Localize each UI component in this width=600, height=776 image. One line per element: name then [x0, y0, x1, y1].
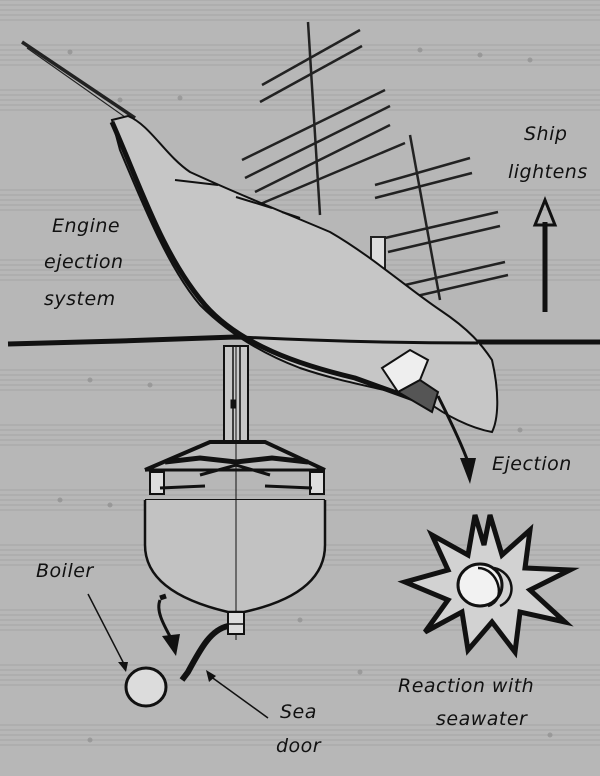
reaction-label-line2: seawater	[436, 708, 528, 730]
sea-door-label-line1: Sea	[280, 701, 317, 723]
ejection-arrow	[436, 395, 476, 484]
bowsprit	[21, 40, 136, 123]
engine-label-line3: system	[44, 288, 116, 310]
ship-hull	[110, 114, 499, 434]
ship-lightens-arrow	[532, 195, 558, 312]
sea-door-pointer	[206, 670, 269, 719]
hull-waterline-bright	[239, 335, 479, 345]
reaction-starburst	[397, 514, 580, 659]
hull-cross-section	[143, 345, 327, 640]
engine-label-line2: ejection	[44, 251, 124, 273]
boiler-fall-arrow	[157, 593, 180, 656]
sheet-music-background	[0, 0, 600, 746]
engine-label-line1: Engine	[52, 215, 120, 237]
hull-deck-line	[174, 179, 301, 219]
ejection-label: Ejection	[492, 453, 572, 475]
boiler-label: Boiler	[36, 560, 94, 582]
ship-masts	[241, 21, 509, 301]
hull-keel-line	[109, 120, 431, 408]
ejection-hatch	[380, 348, 440, 414]
sea-door-label-line2: door	[276, 735, 322, 757]
boiler	[124, 666, 168, 708]
ship-lightens-line1: Ship	[524, 123, 567, 145]
sheet-music-notes	[57, 47, 553, 743]
sea-door	[179, 623, 229, 682]
boiler-pointer	[87, 593, 128, 672]
reaction-label-line1: Reaction with	[398, 675, 534, 697]
ship-lightens-line2: lightens	[508, 161, 588, 183]
